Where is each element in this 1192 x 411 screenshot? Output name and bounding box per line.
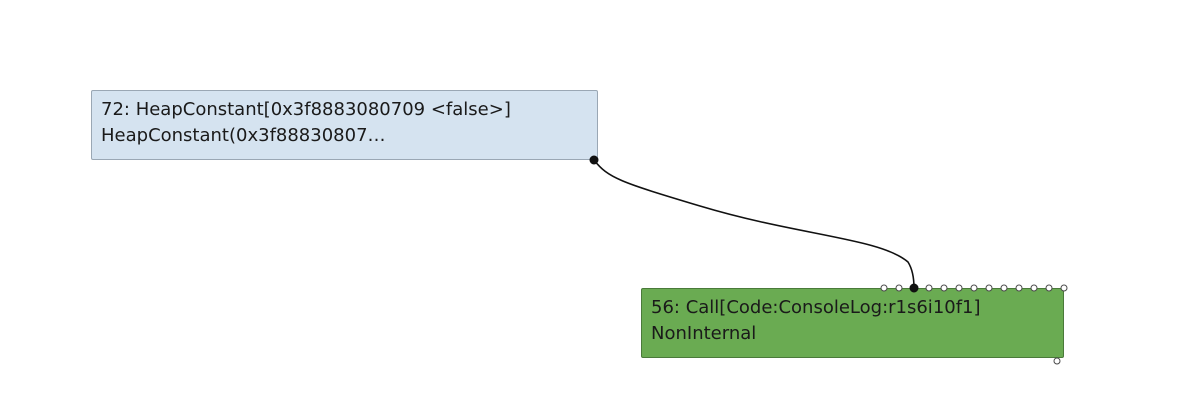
node-56-output-port[interactable] [1053, 357, 1061, 365]
node-56-line1: 56: Call[Code:ConsoleLog:r1s6i10f1] [651, 297, 981, 318]
node-72-output-port[interactable] [589, 155, 599, 165]
node-72-line1: 72: HeapConstant[0x3f8883080709 <false>] [101, 99, 511, 120]
node-72-line2: HeapConstant(0x3f88830807… [101, 125, 386, 146]
node-heapconstant-72[interactable]: 72: HeapConstant[0x3f8883080709 <false>]… [91, 90, 598, 160]
node-call-56[interactable]: 56: Call[Code:ConsoleLog:r1s6i10f1] NonI… [641, 288, 1064, 358]
node-56-line2: NonInternal [651, 323, 757, 344]
edge-heapconstant-to-call[interactable] [593, 159, 915, 289]
